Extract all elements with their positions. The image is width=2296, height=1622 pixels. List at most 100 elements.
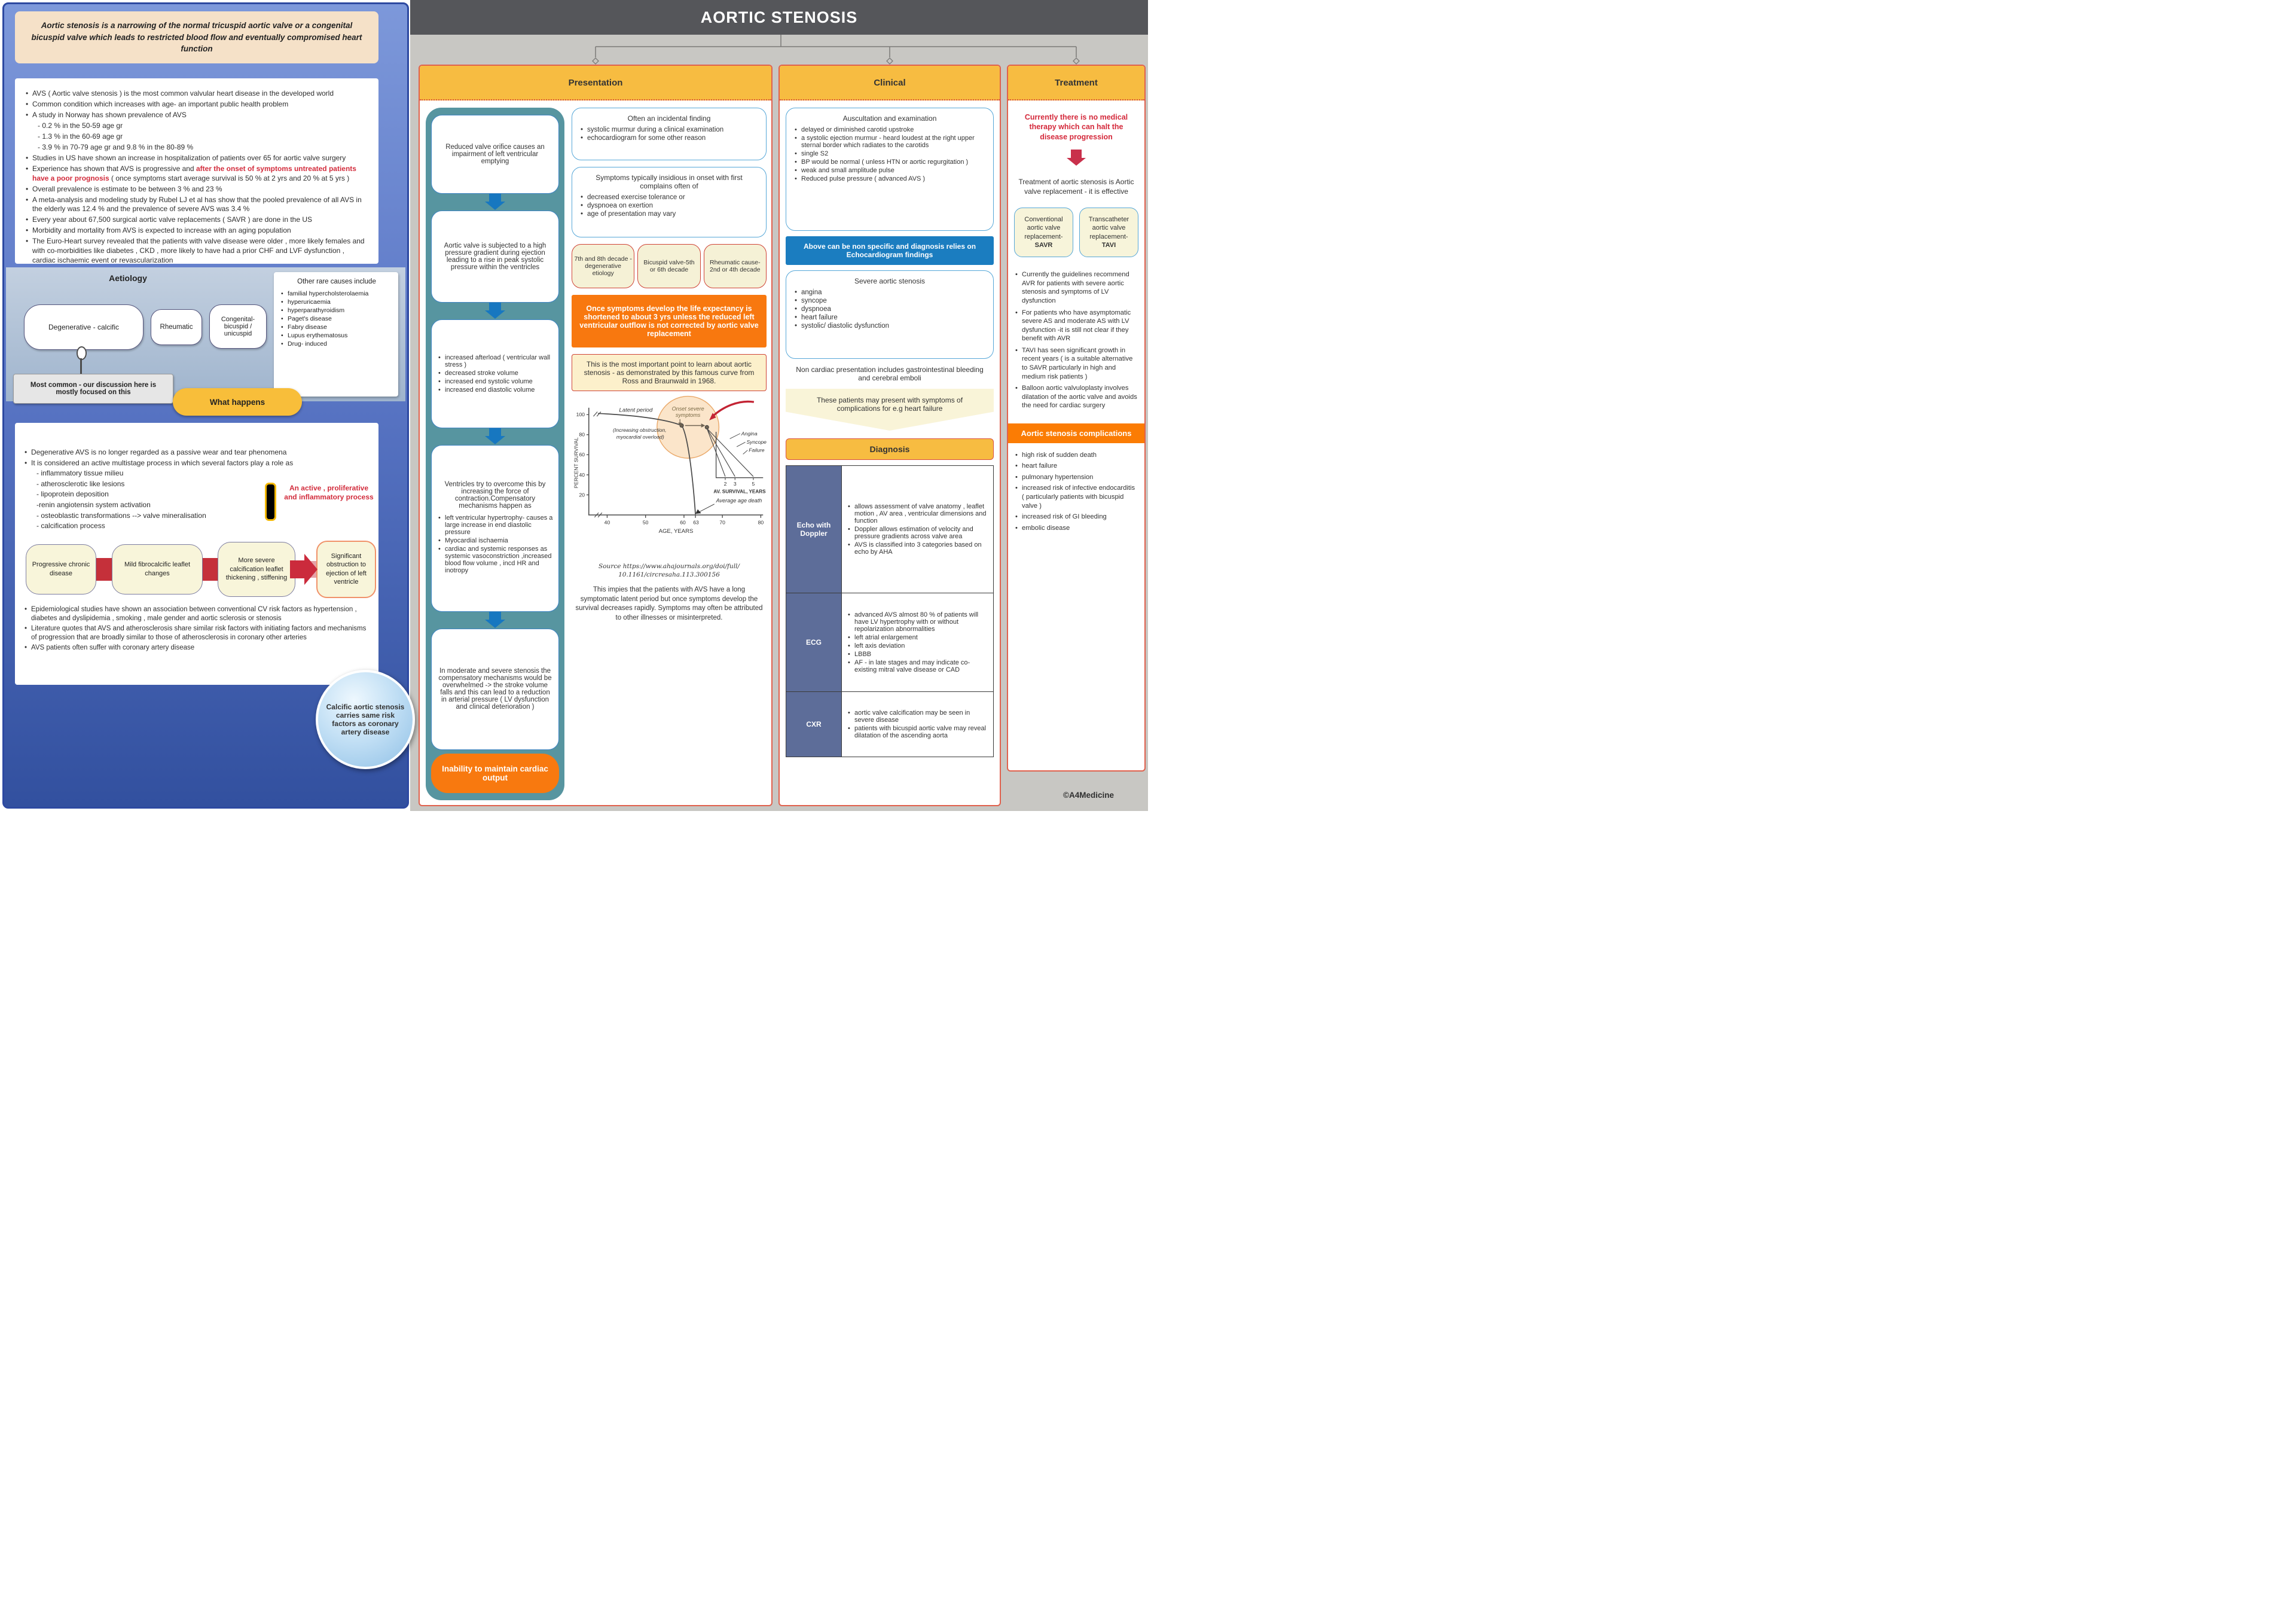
list-item: systolic/ diastolic dysfunction [793, 322, 986, 330]
list-item: increased afterload ( ventricular wall s… [437, 354, 553, 368]
svg-text:20: 20 [579, 492, 585, 498]
svg-text:80: 80 [579, 432, 585, 438]
auscultation-bullets: delayed or diminished carotid upstrokea … [793, 126, 986, 182]
clinical-column: Clinical Auscultation and examination de… [778, 65, 1001, 806]
list-item: systolic murmur during a clinical examin… [579, 126, 759, 133]
list-item: echocardiogram for some other reason [579, 135, 759, 142]
decade-box: Rheumatic cause-2nd or 4th decade [703, 244, 767, 288]
auscultation-box: Auscultation and examination delayed or … [786, 108, 994, 231]
list-item: LBBB [847, 651, 988, 658]
axis-break-icon [594, 512, 603, 518]
table-row: ECG advanced AVS almost 80 % of patients… [786, 593, 994, 692]
diagnosis-modality-label: CXR [786, 691, 842, 757]
right-arrow-icon [290, 560, 306, 578]
list-item: - 3.9 % in 70-79 age gr and 9.8 % in the… [38, 142, 194, 151]
treatment-column: Treatment Currently there is no medical … [1007, 65, 1146, 772]
decade-box: Bicuspid valve-5th or 6th decade [637, 244, 701, 288]
highlight-circle [657, 395, 720, 459]
list-item: The Euro-Heart survey revealed that the … [25, 237, 369, 266]
complications-header: Aortic stenosis complications [1008, 423, 1144, 443]
svg-text:40: 40 [604, 519, 610, 525]
list-item: increased risk of infective endocarditis… [1014, 484, 1138, 510]
flow-stage-1: Progressive chronic disease [26, 544, 96, 594]
rare-causes-box: Other rare causes include familial hyper… [274, 272, 398, 397]
title-bar: AORTIC STENOSIS [410, 0, 1148, 35]
list-item: AVS is classified into 3 categories base… [847, 541, 988, 556]
list-item: Balloon aortic valvuloplasty involves di… [1014, 384, 1138, 410]
list-item: For patients who have asymptomatic sever… [1014, 309, 1138, 343]
list-item: - osteoblastic transformations --> valve… [36, 511, 206, 520]
disease-progression-flow: Progressive chronic disease Mild fibroca… [23, 539, 376, 599]
symptoms-box: Symptoms typically insidious in onset wi… [572, 167, 767, 237]
list-item: Every year about 67,500 surgical aortic … [25, 215, 369, 225]
symptoms-title: Symptoms typically insidious in onset wi… [596, 173, 743, 190]
flow-connector [96, 557, 112, 581]
list-item: Myocardial ischaemia [437, 537, 553, 544]
definition-box: Aortic stenosis is a narrowing of the no… [15, 11, 378, 63]
decade-boxes: 7th and 8th decade -degenerative etiolog… [572, 244, 767, 288]
decline-curve [681, 425, 696, 515]
svg-text:PERCENT SURVIVAL: PERCENT SURVIVAL [573, 437, 579, 488]
clinical-header: Clinical [780, 66, 1000, 100]
list-item: -renin angiotensin system activation [36, 500, 151, 509]
most-common-note: Most common - our discussion here is mos… [13, 374, 173, 404]
svg-text:Failure: Failure [749, 447, 765, 453]
list-item: A meta-analysis and modeling study by Ru… [25, 196, 369, 215]
list-item: - lipoprotein deposition [36, 490, 109, 499]
list-item: AF - in late stages and may indicate co-… [847, 659, 988, 673]
svg-text:Syncope: Syncope [746, 439, 767, 445]
down-arrow-icon [431, 428, 559, 445]
option-box: Conventional aortic valve replacement-SA… [1014, 208, 1073, 258]
red-pointer-arrowhead [709, 413, 716, 420]
nonspecific-note: Above can be non specific and diagnosis … [786, 236, 994, 265]
list-item: allows assessment of valve anatomy , lea… [847, 503, 988, 525]
list-item: left atrial enlargement [847, 634, 988, 641]
what-happens-pill: What happens [173, 388, 302, 416]
flow-step-5: In moderate and severe stenosis the comp… [431, 628, 559, 750]
flow-step-4-bullets: left ventricular hypertrophy- causes a l… [437, 513, 553, 575]
cause-rheumatic: Rheumatic [151, 309, 202, 345]
survival-curve-chart: 100 80 60 40 20 40 50 60 63 70 80 [572, 395, 767, 556]
list-item: - 1.3 % in the 60-69 age gr [38, 132, 123, 141]
svg-text:40: 40 [579, 472, 585, 478]
list-item: Degenerative AVS is no longer regarded a… [23, 448, 371, 458]
chart-source: Source https://www.ahajournals.org/doi/f… [599, 563, 740, 579]
list-item: - 0.2 % in the 50-59 age gr [38, 121, 123, 130]
severe-stenosis-box: Severe aortic stenosis anginasyncopedysp… [786, 270, 994, 359]
clinical-body: Auscultation and examination delayed or … [786, 108, 994, 800]
flow-step-2: Aortic valve is subjected to a high pres… [431, 211, 559, 303]
presentation-header: Presentation [420, 66, 771, 100]
svg-text:symptoms: symptoms [676, 412, 701, 418]
pathology-box: Degenerative AVS is no longer regarded a… [15, 423, 378, 685]
list-item: decreased exercise tolerance or [579, 194, 759, 201]
list-item: aortic valve calcification may be seen i… [847, 709, 988, 724]
infographic-page: Aortic stenosis is a narrowing of the no… [0, 0, 1148, 811]
list-item: - atherosclerotic like lesions [36, 479, 125, 488]
list-item: AVS patients often suffer with coronary … [23, 644, 371, 653]
svg-text:60: 60 [579, 452, 585, 458]
list-item: hyperparathyroidism [280, 307, 393, 314]
list-item: Lupus erythematosus [280, 332, 393, 339]
flow-stage-4: Significant obstruction to ejection of l… [316, 540, 376, 598]
down-arrow-icon [431, 611, 559, 629]
list-item: Fabry disease [280, 324, 393, 331]
cause-degenerative: Degenerative - calcific [24, 304, 144, 350]
diagnosis-table: Echo with Doppler allows assessment of v… [786, 465, 994, 757]
diagnosis-findings-cell: aortic valve calcification may be seen i… [841, 691, 994, 757]
intro-bullet-list: AVS ( Aortic valve stenosis ) is the mos… [25, 89, 369, 266]
list-item: dyspnoea on exertion [579, 202, 759, 209]
table-row: Echo with Doppler allows assessment of v… [786, 465, 994, 593]
flow-step-1: Reduced valve orifice causes an impairme… [431, 115, 559, 194]
flow-stage-3: More severe calcification leaflet thicke… [218, 541, 295, 597]
diamond-arrow-icon [886, 57, 893, 65]
list-item: increased risk of GI bleeding [1014, 513, 1138, 522]
table-row: CXR aortic valve calcification may be se… [786, 691, 994, 757]
avr-effective-note: Treatment of aortic stenosis is Aortic v… [1018, 177, 1134, 196]
list-item: Overall prevalence is estimate to be bet… [25, 185, 369, 194]
no-medical-therapy-note: Currently there is no medical therapy wh… [1024, 113, 1128, 141]
svg-text:80: 80 [758, 519, 764, 525]
rare-causes-title: Other rare causes include [297, 278, 376, 285]
connector-line [80, 358, 82, 374]
svg-text:(Increasing obstruction,: (Increasing obstruction, [613, 427, 667, 433]
list-item: increased end diastolic volume [437, 386, 553, 394]
